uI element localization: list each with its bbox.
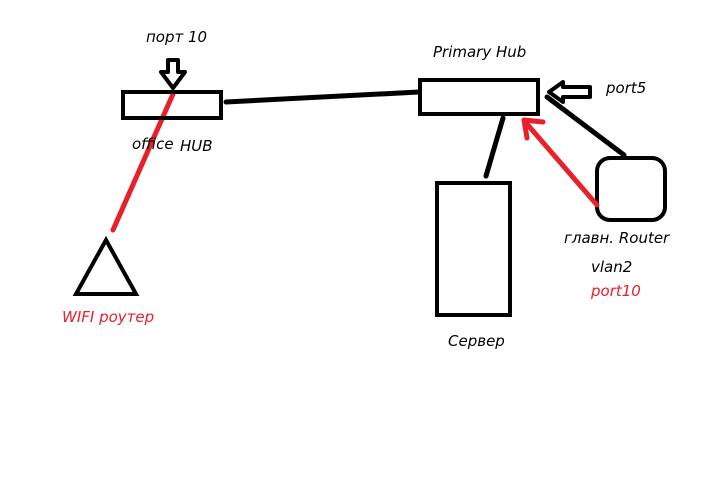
label-primary-hub: Primary Hub [433,43,526,61]
label-port5: port5 [605,79,646,97]
primary-hub-box [418,78,540,116]
router-box [595,156,667,222]
label-wifi-router: WIFI роутер [62,308,154,326]
server-box [435,181,512,317]
label-office: office [132,135,174,153]
label-vlan2: vlan2 [591,258,632,276]
link-primary-hub-to-router [544,94,627,158]
red-arrow-head-icon [521,117,546,141]
link-primary-hub-to-server [483,115,506,179]
label-port10-red: port10 [590,282,641,300]
port5-arrow-icon [547,80,592,104]
label-port10-top: порт 10 [146,28,207,46]
label-router: главн. Router [564,229,670,247]
label-hub: HUB [180,137,213,155]
link-office-hub-to-primary-hub [223,89,422,105]
wifi-router-triangle [72,235,140,296]
port10-arrow-icon [159,58,187,90]
label-server: Сервер [448,332,505,350]
red-arrow-shaft [524,121,600,208]
office-hub-box [121,90,223,120]
